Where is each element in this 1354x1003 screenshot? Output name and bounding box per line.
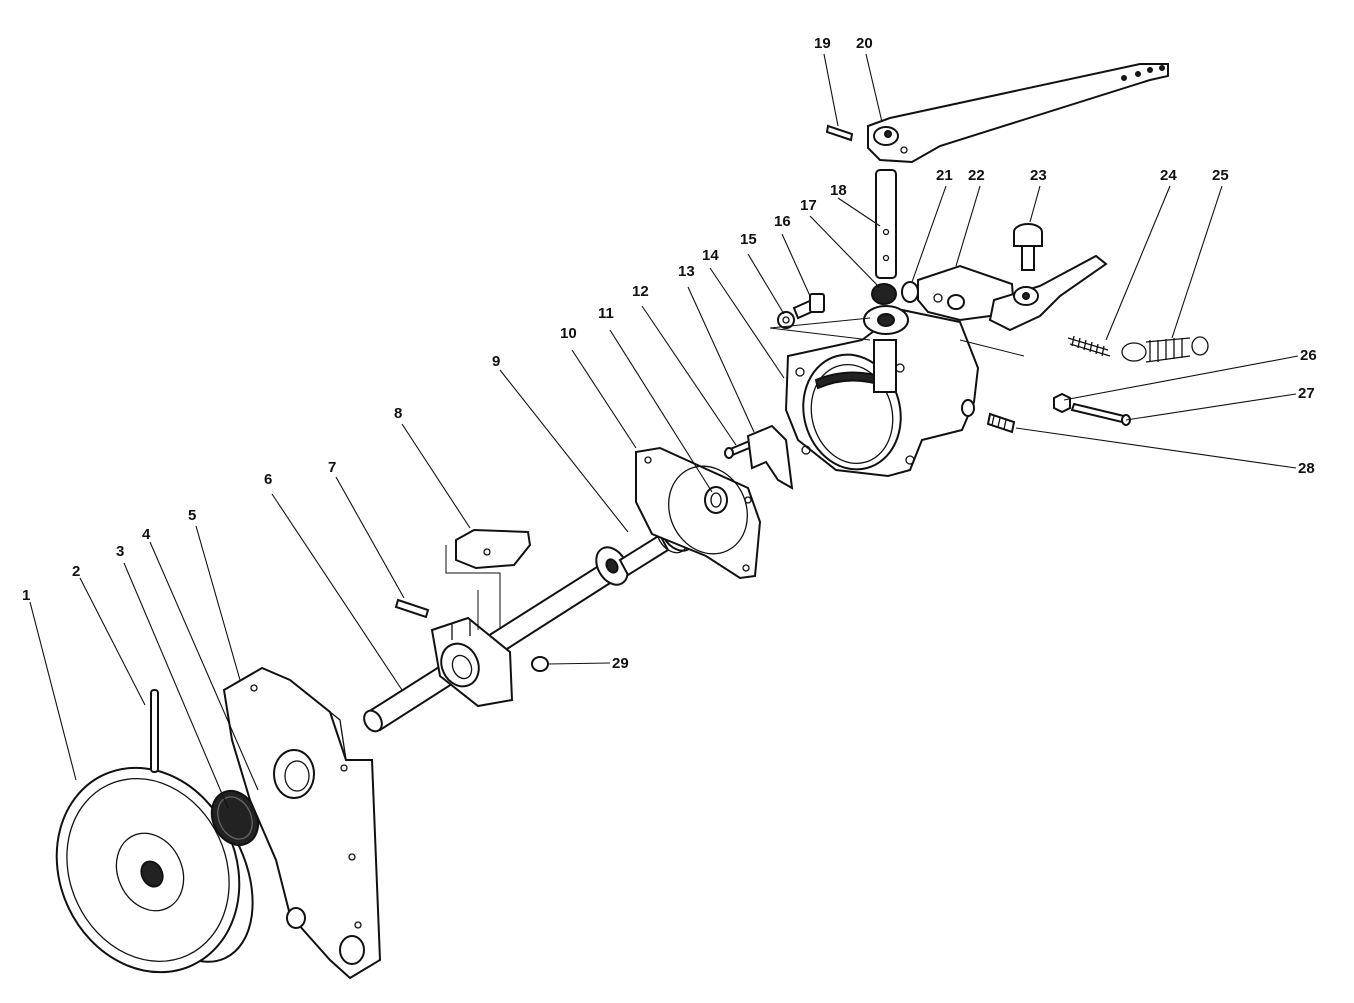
lever-arm [988, 254, 1108, 332]
callout-3: 3 [116, 543, 124, 560]
side-plate [222, 666, 382, 980]
roll-pin [394, 598, 430, 619]
spring-large [1121, 336, 1209, 363]
gasket [635, 446, 762, 580]
parts-drawing [55, 63, 1209, 980]
callout-9: 9 [492, 353, 500, 370]
long-screw [1070, 402, 1131, 426]
shift-shaft [875, 169, 897, 279]
washer [704, 486, 728, 514]
callout-21: 21 [936, 167, 953, 184]
callout-2: 2 [72, 563, 80, 580]
callout-5: 5 [188, 507, 196, 524]
leader-lines [29, 53, 1299, 809]
pulley [55, 766, 254, 974]
callout-19: 19 [814, 35, 831, 52]
bearing-housing [430, 616, 514, 708]
callout-6: 6 [264, 471, 272, 488]
cotter-pin [825, 124, 854, 142]
bushing [871, 283, 897, 305]
hex-nut [1053, 392, 1071, 414]
spring-small [1067, 335, 1111, 357]
callout-17: 17 [800, 197, 817, 214]
bearing-cap [445, 528, 532, 630]
callout-13: 13 [678, 263, 695, 280]
callout-28: 28 [1298, 460, 1315, 477]
callout-29: 29 [612, 655, 629, 672]
gear-housing [784, 305, 980, 478]
callout-12: 12 [632, 283, 649, 300]
retaining-clip [531, 656, 549, 672]
bolt [769, 293, 1025, 357]
bracket [917, 264, 1016, 322]
callout-16: 16 [774, 213, 791, 230]
callout-1: 1 [22, 587, 30, 604]
callout-10: 10 [560, 325, 577, 342]
shift-lever [867, 63, 1169, 164]
lock-washer [777, 311, 795, 329]
callout-27: 27 [1298, 385, 1315, 402]
callout-20: 20 [856, 35, 873, 52]
clamp [746, 424, 794, 490]
shoulder-bolt [1013, 223, 1043, 271]
callout-25: 25 [1212, 167, 1229, 184]
callout-26: 26 [1300, 347, 1317, 364]
callout-14: 14 [702, 247, 719, 264]
callout-7: 7 [328, 459, 336, 476]
callout-8: 8 [394, 405, 402, 422]
callout-18: 18 [830, 182, 847, 199]
callout-24: 24 [1160, 167, 1177, 184]
callout-4: 4 [142, 526, 151, 543]
nut [901, 281, 919, 303]
callout-15: 15 [740, 231, 757, 248]
key-pin [150, 689, 159, 773]
callout-labels: 1 2 3 4 5 6 7 8 9 10 11 12 13 14 15 16 1… [22, 35, 1317, 672]
callout-22: 22 [968, 167, 985, 184]
set-screw [986, 412, 1016, 434]
callout-11: 11 [598, 305, 614, 322]
callout-23: 23 [1030, 167, 1047, 184]
